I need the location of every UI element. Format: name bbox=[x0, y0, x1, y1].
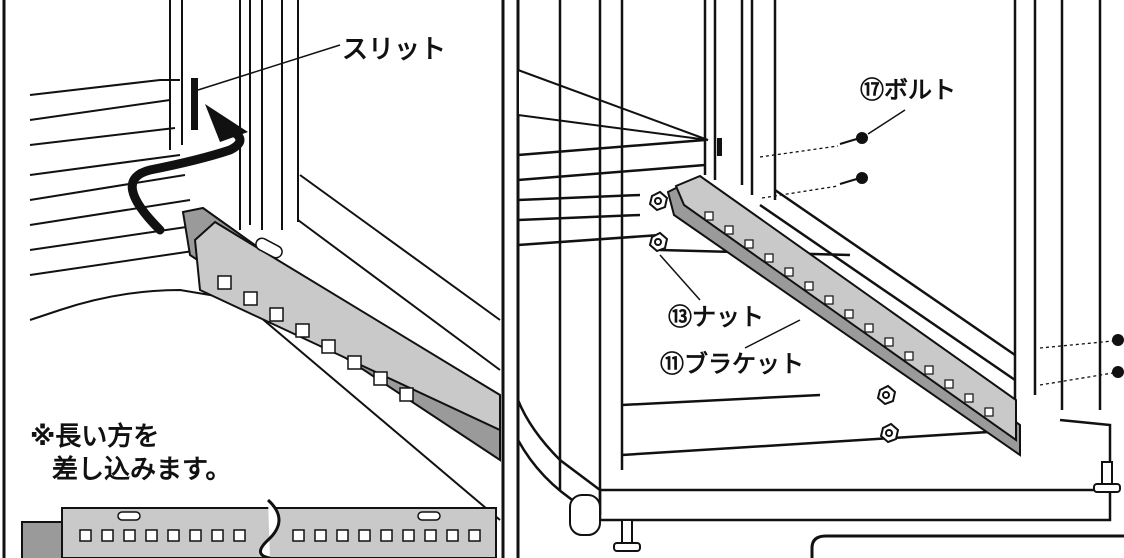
note-box-corner bbox=[810, 534, 1124, 558]
insert-arrow-icon bbox=[127, 125, 245, 235]
frame-detail bbox=[29, 0, 501, 521]
bracket-strip bbox=[21, 498, 497, 558]
rack-feet bbox=[569, 461, 1121, 552]
rack-frame bbox=[516, 0, 1112, 522]
nut-icons bbox=[648, 190, 900, 444]
right-overview-panel: ⑰ボルト ⑬ナット ⑪ブラケット bbox=[516, 0, 1124, 558]
note-line-1: ※長い方を bbox=[30, 421, 159, 452]
arrow-head-icon bbox=[205, 104, 248, 142]
rack-bracket bbox=[666, 174, 1021, 457]
rack-slit-mark bbox=[717, 138, 722, 156]
slit-label: スリット bbox=[342, 35, 446, 65]
bracket-label: ⑪ブラケット bbox=[660, 350, 804, 378]
bolt-label: ⑰ボルト bbox=[860, 76, 956, 104]
bracket-detail bbox=[181, 206, 501, 462]
note-line-2: 差し込みます。 bbox=[52, 454, 231, 485]
left-detail-panel: スリット ※長い方を 差し込みます。 bbox=[2, 0, 505, 558]
slit-mark bbox=[191, 78, 198, 130]
bolt-icons bbox=[839, 132, 1124, 378]
callout-wedge bbox=[517, 68, 709, 141]
nut-label: ⑬ナット bbox=[668, 303, 764, 331]
